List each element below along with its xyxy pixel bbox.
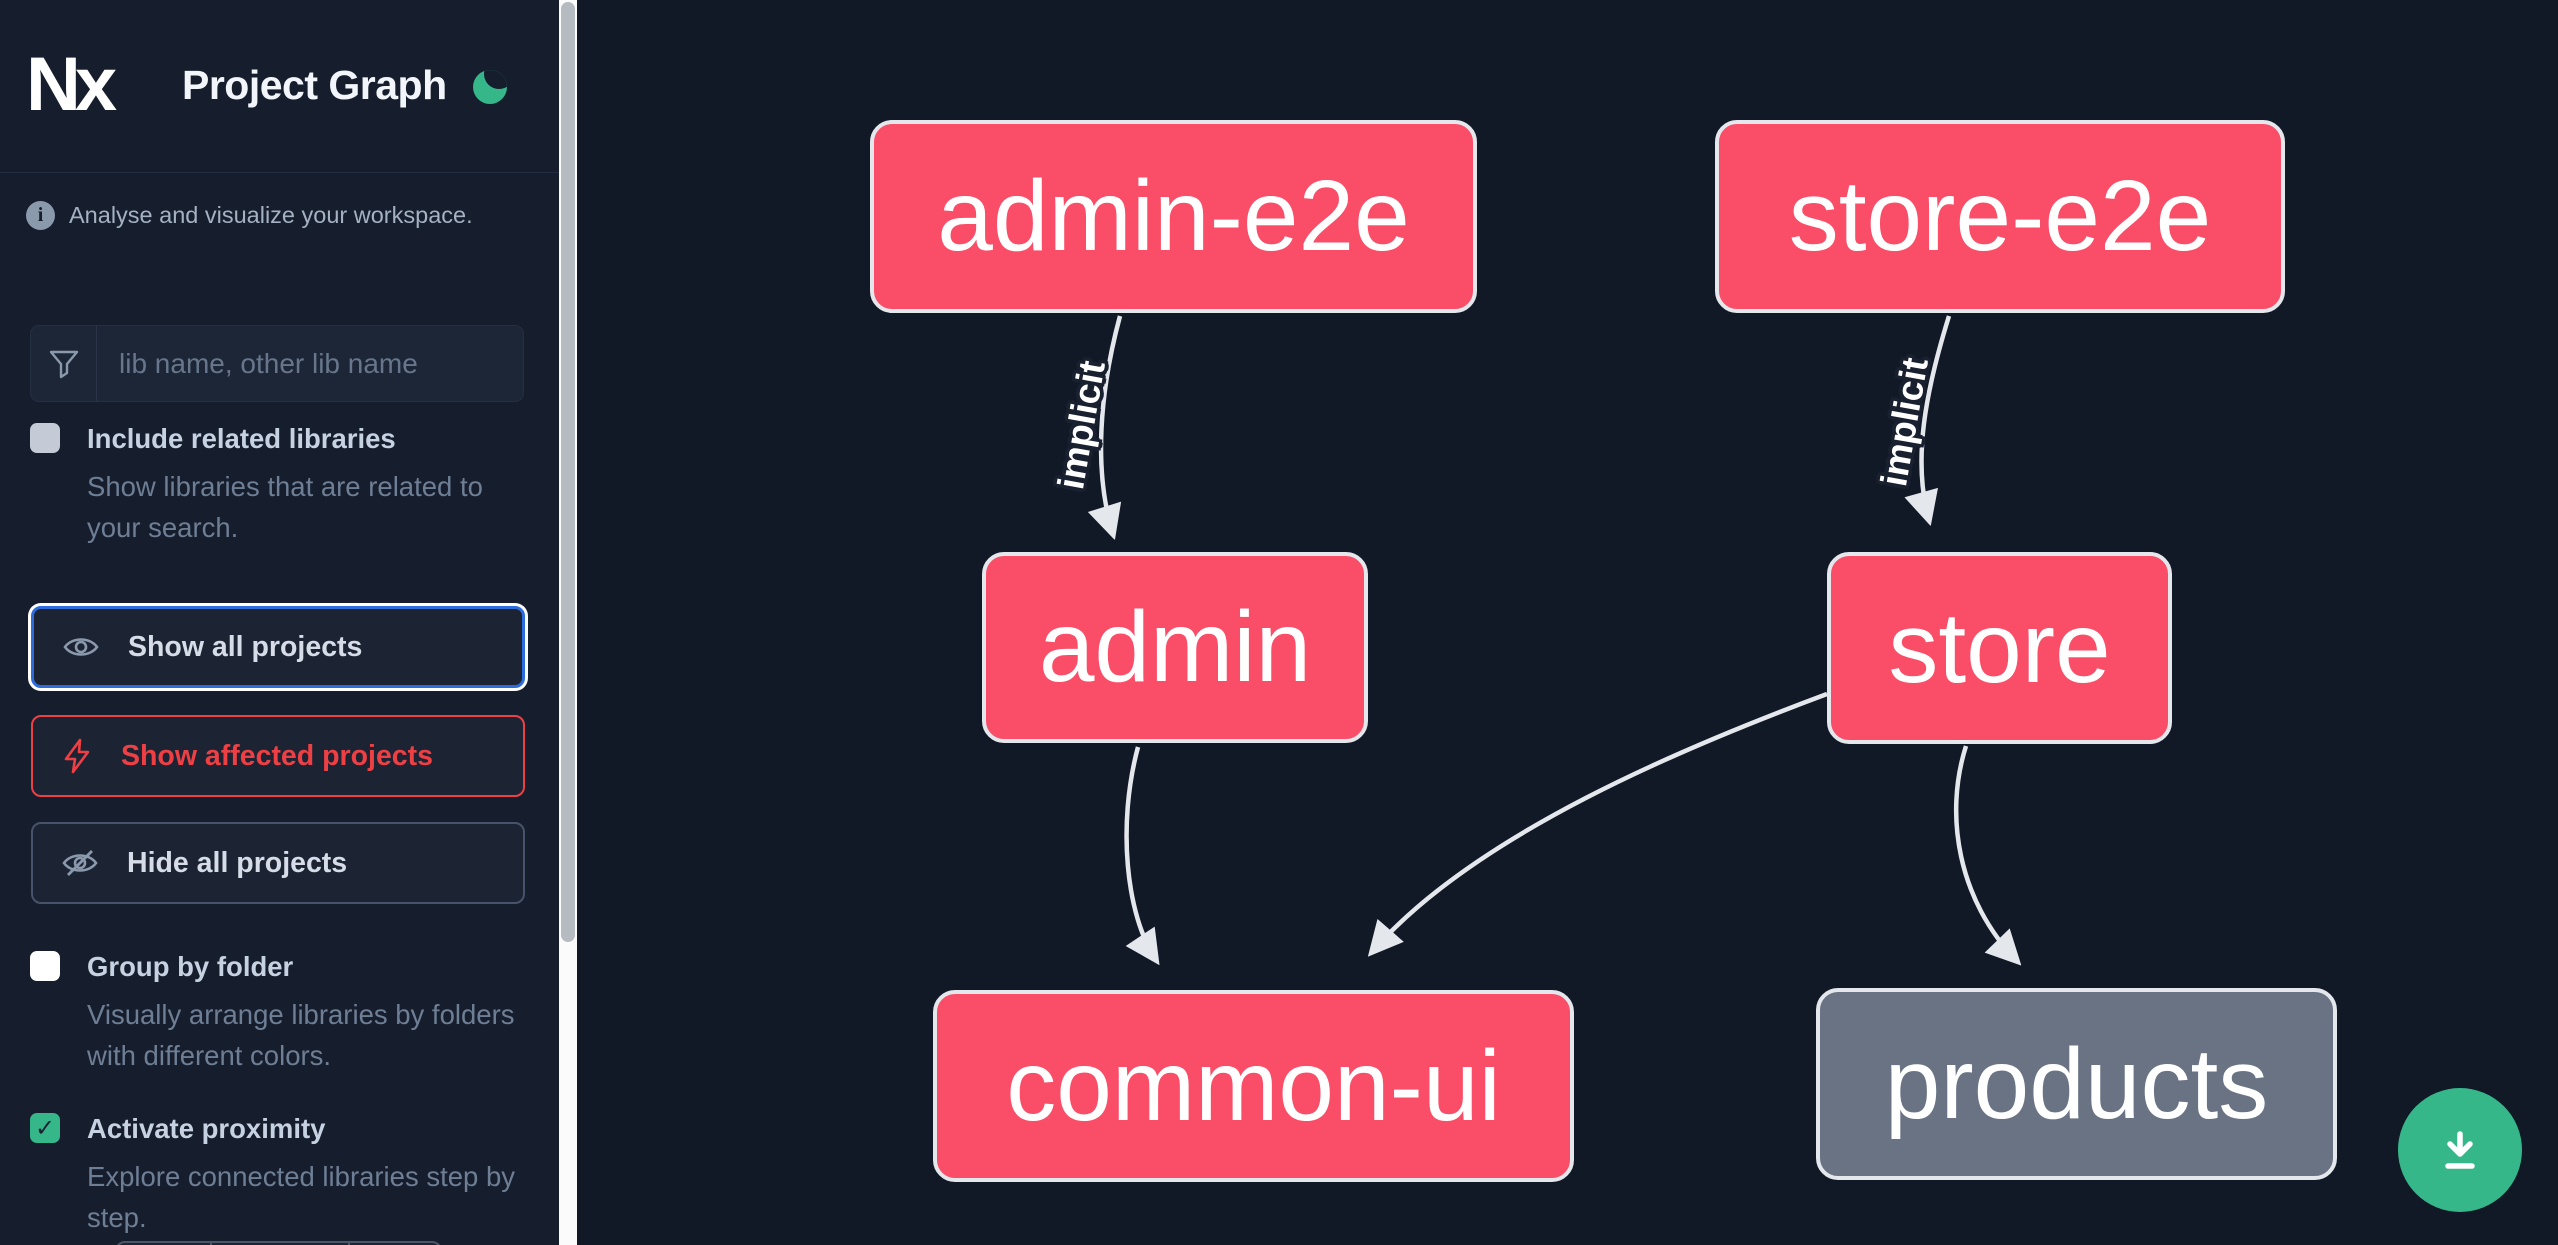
option-label: Include related libraries [87, 423, 396, 454]
project-node-common-ui[interactable]: common-ui [933, 990, 1574, 1182]
show-affected-projects-button[interactable]: Show affected projects [31, 715, 525, 797]
proximity-stepper[interactable] [115, 1241, 442, 1245]
search-input[interactable] [97, 326, 523, 401]
info-icon: i [26, 201, 55, 230]
eye-icon [63, 638, 99, 656]
project-node-admin-e2e[interactable]: admin-e2e [870, 120, 1477, 313]
sidebar: Nx Project Graph i Analyse and visualize… [0, 0, 559, 1245]
option-label: Activate proximity [87, 1113, 326, 1144]
project-node-store[interactable]: store [1827, 552, 2172, 744]
hide-all-projects-button[interactable]: Hide all projects [31, 822, 525, 904]
stepper-divider [210, 1243, 212, 1245]
show-all-projects-button[interactable]: Show all projects [31, 606, 525, 688]
page-title: Project Graph [182, 62, 447, 108]
activate-proximity-checkbox[interactable]: ✓ [30, 1113, 60, 1143]
filter-icon [31, 326, 97, 401]
option-include-related: Include related libraries Show libraries… [30, 422, 530, 548]
nx-logo: Nx [26, 42, 117, 127]
sidebar-scrollbar-track [559, 0, 577, 1245]
option-group-by-folder: Group by folder Visually arrange librari… [30, 950, 530, 1076]
search-box [30, 325, 524, 402]
download-icon [2445, 1131, 2475, 1169]
button-label: Show all projects [128, 630, 363, 663]
eye-off-icon [62, 850, 98, 876]
tagline-row: i Analyse and visualize your workspace. [26, 201, 473, 230]
button-label: Hide all projects [127, 846, 348, 879]
option-label: Group by folder [87, 951, 294, 982]
stepper-divider [348, 1243, 350, 1245]
group-by-folder-checkbox[interactable] [30, 951, 60, 981]
include-related-checkbox[interactable] [30, 423, 60, 453]
option-description: Show libraries that are related to your … [87, 471, 483, 543]
button-label: Show affected projects [121, 739, 433, 772]
tagline-text: Analyse and visualize your workspace. [69, 202, 473, 228]
bolt-icon [64, 738, 90, 774]
sidebar-scrollbar-thumb[interactable] [561, 2, 575, 942]
sidebar-header: Nx Project Graph [0, 0, 559, 173]
option-description: Visually arrange libraries by folders wi… [87, 999, 515, 1071]
download-graph-button[interactable] [2398, 1088, 2522, 1212]
project-node-products[interactable]: products [1816, 988, 2337, 1180]
project-node-store-e2e[interactable]: store-e2e [1715, 120, 2285, 313]
option-activate-proximity: ✓ Activate proximity Explore connected l… [30, 1112, 530, 1238]
dark-mode-moon-icon[interactable] [473, 70, 507, 104]
option-description: Explore connected libraries step by step… [87, 1161, 516, 1233]
project-node-admin[interactable]: admin [982, 552, 1368, 743]
